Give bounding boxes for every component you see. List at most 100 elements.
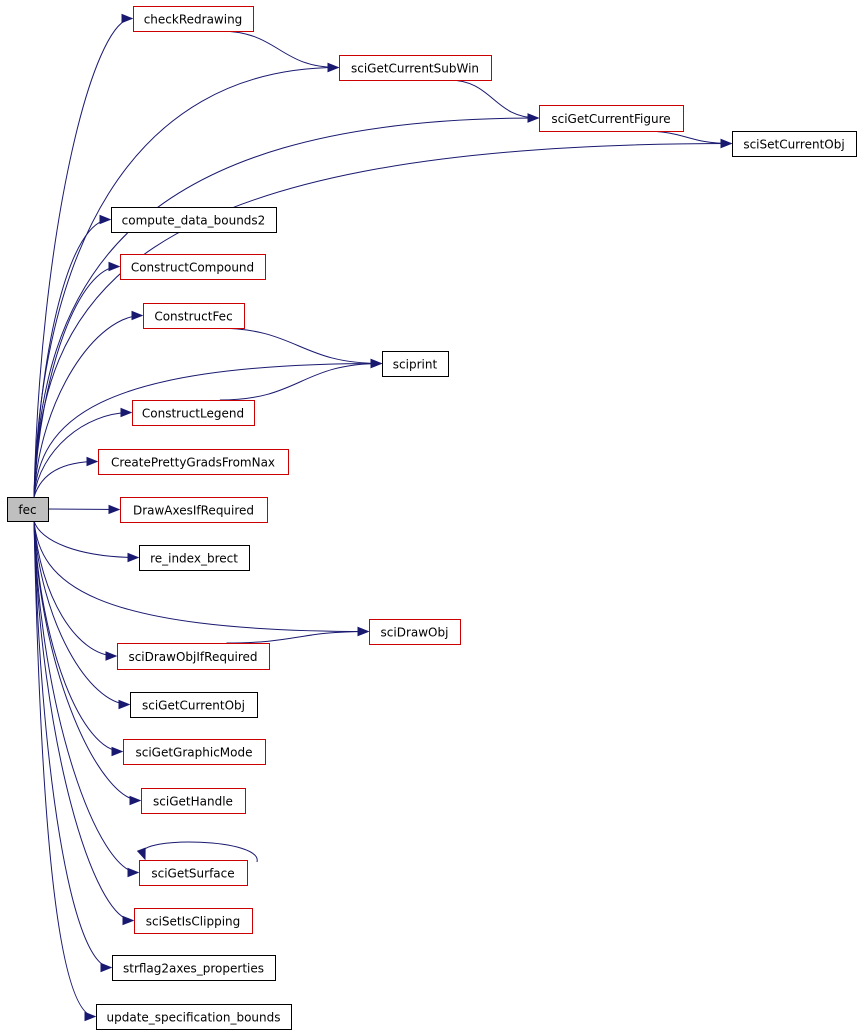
node-sci-get-current-obj[interactable]: sciGetCurrentObj (130, 692, 258, 718)
edge-fec-to-construct-compound-arrowhead (108, 261, 121, 272)
node-box (143, 303, 245, 329)
node-label: sciprint (393, 358, 438, 372)
edge-check-redrawing-to-sci-get-current-sub-win-arrowhead (327, 62, 340, 73)
edge-fec-to-strflag2axes-properties-arrowhead (100, 962, 113, 973)
edge-sci-get-surface-to-sci-get-surface-arrowhead (136, 847, 146, 861)
node-label: DrawAxesIfRequired (133, 504, 254, 518)
edge-fec-to-compute-data-bounds2 (33, 219, 111, 498)
edge-fec-to-construct-fec-arrowhead (131, 310, 144, 321)
node-box (130, 692, 258, 718)
node-construct-legend[interactable]: ConstructLegend (132, 400, 255, 426)
node-sci-draw-obj-if-required[interactable]: sciDrawObjIfRequired (117, 643, 270, 670)
node-box (123, 739, 266, 765)
node-label: sciGetSurface (151, 867, 234, 881)
node-box (369, 619, 461, 645)
edge-fec-to-sci-get-current-obj (33, 520, 130, 705)
edge-sci-get-current-sub-win-to-sci-get-current-figure-arrowhead (527, 113, 540, 123)
node-sci-get-current-sub-win[interactable]: sciGetCurrentSubWin (339, 55, 492, 81)
edge-construct-fec-to-sciprint (215, 327, 382, 364)
node-construct-compound[interactable]: ConstructCompound (120, 254, 266, 280)
node-box (98, 449, 289, 475)
node-sciprint[interactable]: sciprint (382, 351, 449, 377)
edge-fec-to-sci-get-current-obj-arrowhead (118, 699, 131, 710)
edge-check-redrawing-to-sci-get-current-sub-win (219, 30, 339, 68)
edge-fec-to-construct-fec (33, 315, 143, 498)
edge-construct-legend-to-sciprint (219, 363, 382, 401)
node-box (111, 207, 277, 233)
node-draw-axes-if-required[interactable]: DrawAxesIfRequired (120, 497, 268, 523)
node-label: fec (18, 503, 36, 517)
node-label: update_specification_bounds (107, 1011, 281, 1025)
node-label: sciSetIsClipping (146, 915, 241, 929)
edge-fec-to-construct-legend-arrowhead (120, 407, 133, 418)
node-label: sciGetCurrentFigure (551, 112, 670, 126)
node-sci-get-surface[interactable]: sciGetSurface (139, 860, 248, 886)
node-sci-set-is-clipping[interactable]: sciSetIsClipping (134, 908, 253, 934)
edge-fec-to-check-redrawing (33, 18, 133, 498)
edge-fec-to-compute-data-bounds2-arrowhead (99, 214, 112, 225)
node-label: CreatePrettyGradsFromNax (111, 456, 275, 470)
edge-fec-to-re-index-brect-arrowhead (127, 552, 140, 563)
call-graph-edges (33, 13, 733, 1022)
node-check-redrawing[interactable]: checkRedrawing (133, 6, 254, 32)
node-compute-data-bounds2[interactable]: compute_data_bounds2 (111, 207, 277, 233)
call-graph-nodes: fec checkRedrawing sciGetCurrentSubWin sciG… (7, 6, 857, 1030)
node-sci-get-handle[interactable]: sciGetHandle (141, 788, 246, 814)
edge-sci-get-current-sub-win-to-sci-get-current-figure (448, 79, 539, 119)
edge-fec-to-update-specification-bounds (33, 520, 96, 1017)
node-fec[interactable]: fec (7, 497, 49, 522)
node-box (134, 908, 253, 934)
edge-fec-to-create-pretty-grads-from-nax (33, 461, 98, 498)
node-update-specification-bounds[interactable]: update_specification_bounds (96, 1004, 292, 1030)
node-box (382, 351, 449, 377)
node-label: sciGetCurrentObj (142, 699, 245, 713)
node-box (539, 105, 684, 132)
edge-fec-to-draw-axes-if-required (47, 508, 120, 510)
edge-fec-to-sci-get-current-figure (33, 117, 539, 498)
node-box (141, 788, 246, 814)
node-label: sciGetGraphicMode (135, 746, 252, 760)
edge-fec-to-construct-compound (33, 266, 120, 498)
edge-fec-to-sci-draw-obj-if-required (33, 520, 117, 657)
node-label: ConstructFec (154, 310, 232, 324)
node-box (96, 1004, 292, 1030)
node-label: sciGetHandle (153, 795, 233, 809)
node-sci-get-current-figure[interactable]: sciGetCurrentFigure (539, 105, 684, 132)
edge-fec-to-sci-get-graphic-mode-arrowhead (111, 746, 124, 757)
node-label: strflag2axes_properties (123, 962, 264, 976)
node-box (133, 6, 254, 32)
node-label: sciGetCurrentSubWin (351, 62, 479, 76)
edge-construct-legend-to-sciprint-arrowhead (370, 358, 383, 369)
edge-fec-to-sci-draw-obj (33, 520, 369, 632)
node-box (120, 497, 268, 523)
node-re-index-brect[interactable]: re_index_brect (139, 545, 250, 571)
node-box (132, 400, 255, 426)
node-sci-set-current-obj[interactable]: sciSetCurrentObj (732, 131, 857, 157)
edge-fec-to-sci-get-handle (33, 520, 141, 801)
edge-fec-to-sci-set-is-clipping-arrowhead (122, 915, 135, 926)
node-box (139, 860, 248, 886)
node-create-pretty-grads-from-nax[interactable]: CreatePrettyGradsFromNax (98, 449, 289, 475)
edge-sci-draw-obj-if-required-to-sci-draw-obj-arrowhead (357, 626, 370, 637)
node-strflag2axes-properties[interactable]: strflag2axes_properties (112, 955, 276, 981)
edge-fec-to-sciprint (33, 363, 382, 498)
edge-sci-draw-obj-if-required-to-sci-draw-obj (226, 631, 369, 644)
node-label: sciDrawObjIfRequired (128, 650, 257, 664)
node-construct-fec[interactable]: ConstructFec (143, 303, 245, 329)
edge-fec-to-create-pretty-grads-from-nax-arrowhead (86, 456, 99, 467)
node-label: checkRedrawing (144, 13, 243, 27)
node-label: sciSetCurrentObj (743, 138, 844, 152)
node-box (339, 55, 492, 81)
edge-fec-to-sci-get-surface (33, 520, 139, 873)
node-sci-get-graphic-mode[interactable]: sciGetGraphicMode (123, 739, 266, 765)
node-label: compute_data_bounds2 (122, 214, 266, 228)
node-box (112, 955, 276, 981)
node-label: re_index_brect (150, 552, 238, 566)
edge-sci-get-current-figure-to-sci-set-current-obj (642, 130, 732, 144)
edge-fec-to-sci-get-handle-arrowhead (129, 795, 142, 806)
node-sci-draw-obj[interactable]: sciDrawObj (369, 619, 461, 645)
node-box (117, 643, 270, 670)
edge-fec-to-sci-set-is-clipping (33, 520, 134, 921)
node-box (732, 131, 857, 157)
